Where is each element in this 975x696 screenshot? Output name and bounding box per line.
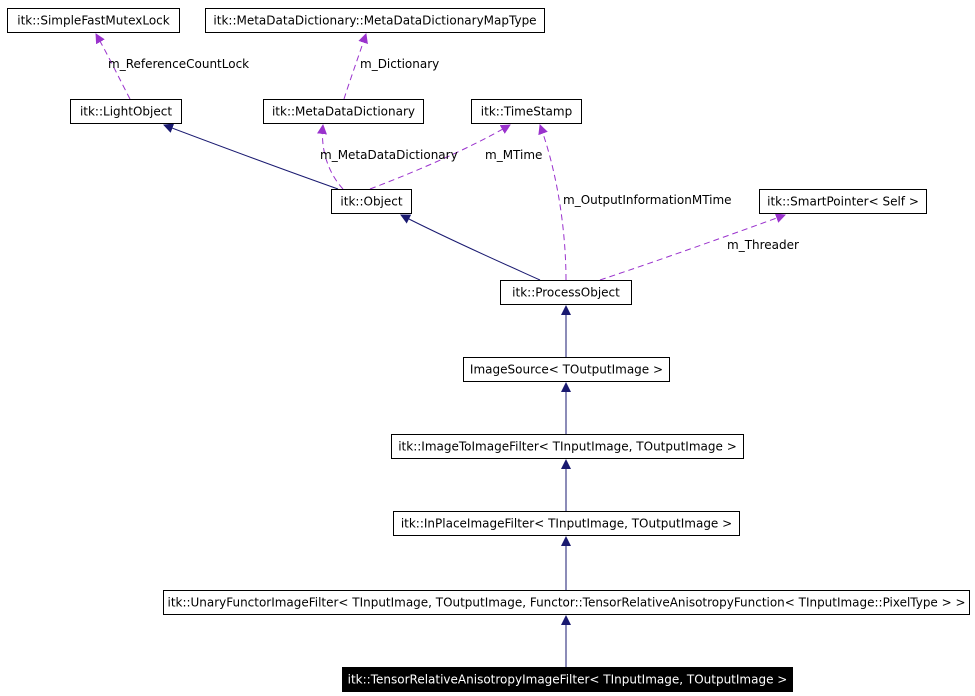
- class-node-box: [759, 189, 927, 214]
- class-node-box: [342, 667, 793, 692]
- class-node-box: [471, 99, 582, 124]
- class-node-inPlace[interactable]: itk::InPlaceImageFilter< TInputImage, TO…: [393, 511, 740, 536]
- class-node-lightObject[interactable]: itk::LightObject: [70, 99, 182, 124]
- class-node-unaryFunctor[interactable]: itk::UnaryFunctorImageFilter< TInputImag…: [163, 590, 970, 615]
- usage-edge-smartPtr-processObject: [599, 213, 786, 281]
- usage-edge-mapType-mdd: [343, 33, 368, 100]
- class-node-timeStamp[interactable]: itk::TimeStamp: [471, 99, 582, 124]
- class-node-smartPtr[interactable]: itk::SmartPointer< Self >: [759, 189, 927, 214]
- class-node-box: [205, 8, 545, 33]
- class-node-label: itk::UnaryFunctorImageFilter< TInputImag…: [168, 596, 966, 610]
- edge-label-smartPtr: m_Threader: [727, 238, 799, 252]
- usage-edge-mdd-object: [317, 124, 344, 190]
- class-node-label: itk::MetaDataDictionary: [272, 105, 415, 119]
- class-node-label: itk::ImageToImageFilter< TInputImage, TO…: [398, 440, 737, 454]
- class-node-mdd[interactable]: itk::MetaDataDictionary: [263, 99, 424, 124]
- class-node-label: itk::Object: [340, 195, 402, 209]
- edge-label-mdd: m_MetaDataDictionary: [320, 148, 458, 162]
- class-node-label: itk::MetaDataDictionary::MetaDataDiction…: [213, 14, 536, 28]
- edge-labels-layer: m_ReferenceCountLock m_Dictionary m_MetaDa…: [108, 57, 799, 252]
- class-node-box: [331, 189, 412, 214]
- class-node-mapType[interactable]: itk::MetaDataDictionary::MetaDataDiction…: [205, 8, 545, 33]
- class-node-box: [391, 434, 744, 459]
- edge-label-timeStamp: m_OutputInformationMTime: [563, 193, 732, 207]
- class-node-label: ImageSource< TOutputImage >: [470, 363, 663, 377]
- inheritance-edge-object-processObject: [400, 214, 541, 281]
- edge-label-mapType: m_Dictionary: [360, 57, 439, 71]
- class-node-object[interactable]: itk::Object: [331, 189, 412, 214]
- class-node-label: itk::SmartPointer< Self >: [767, 195, 919, 209]
- edge-label-timeStamp: m_MTime: [485, 148, 542, 162]
- class-node-box: [263, 99, 424, 124]
- class-node-imageSource[interactable]: ImageSource< TOutputImage >: [463, 357, 670, 382]
- class-node-processObject[interactable]: itk::ProcessObject: [500, 280, 632, 305]
- edge-label-mutexlock: m_ReferenceCountLock: [108, 57, 249, 71]
- class-node-mutexlock[interactable]: itk::SimpleFastMutexLock: [7, 8, 180, 33]
- class-node-box: [70, 99, 182, 124]
- class-node-label: itk::TensorRelativeAnisotropyImageFilter…: [348, 673, 788, 687]
- usage-edge-timeStamp-processObject: [538, 124, 567, 281]
- class-node-tensorFilter: itk::TensorRelativeAnisotropyImageFilter…: [342, 667, 793, 692]
- class-node-box: [393, 511, 740, 536]
- class-node-label: itk::LightObject: [80, 105, 172, 119]
- class-node-imgToImg[interactable]: itk::ImageToImageFilter< TInputImage, TO…: [391, 434, 744, 459]
- class-node-box: [163, 590, 970, 615]
- class-node-box: [7, 8, 180, 33]
- inheritance-edge-lightObject-object: [163, 123, 339, 190]
- usage-edge-mutexlock-lightObject: [95, 33, 131, 100]
- class-node-label: itk::SimpleFastMutexLock: [17, 14, 170, 28]
- class-node-label: itk::InPlaceImageFilter< TInputImage, TO…: [401, 517, 732, 531]
- edges-layer: [95, 33, 786, 667]
- class-node-box: [463, 357, 670, 382]
- class-node-label: itk::TimeStamp: [481, 105, 572, 119]
- class-node-label: itk::ProcessObject: [512, 286, 620, 300]
- class-node-box: [500, 280, 632, 305]
